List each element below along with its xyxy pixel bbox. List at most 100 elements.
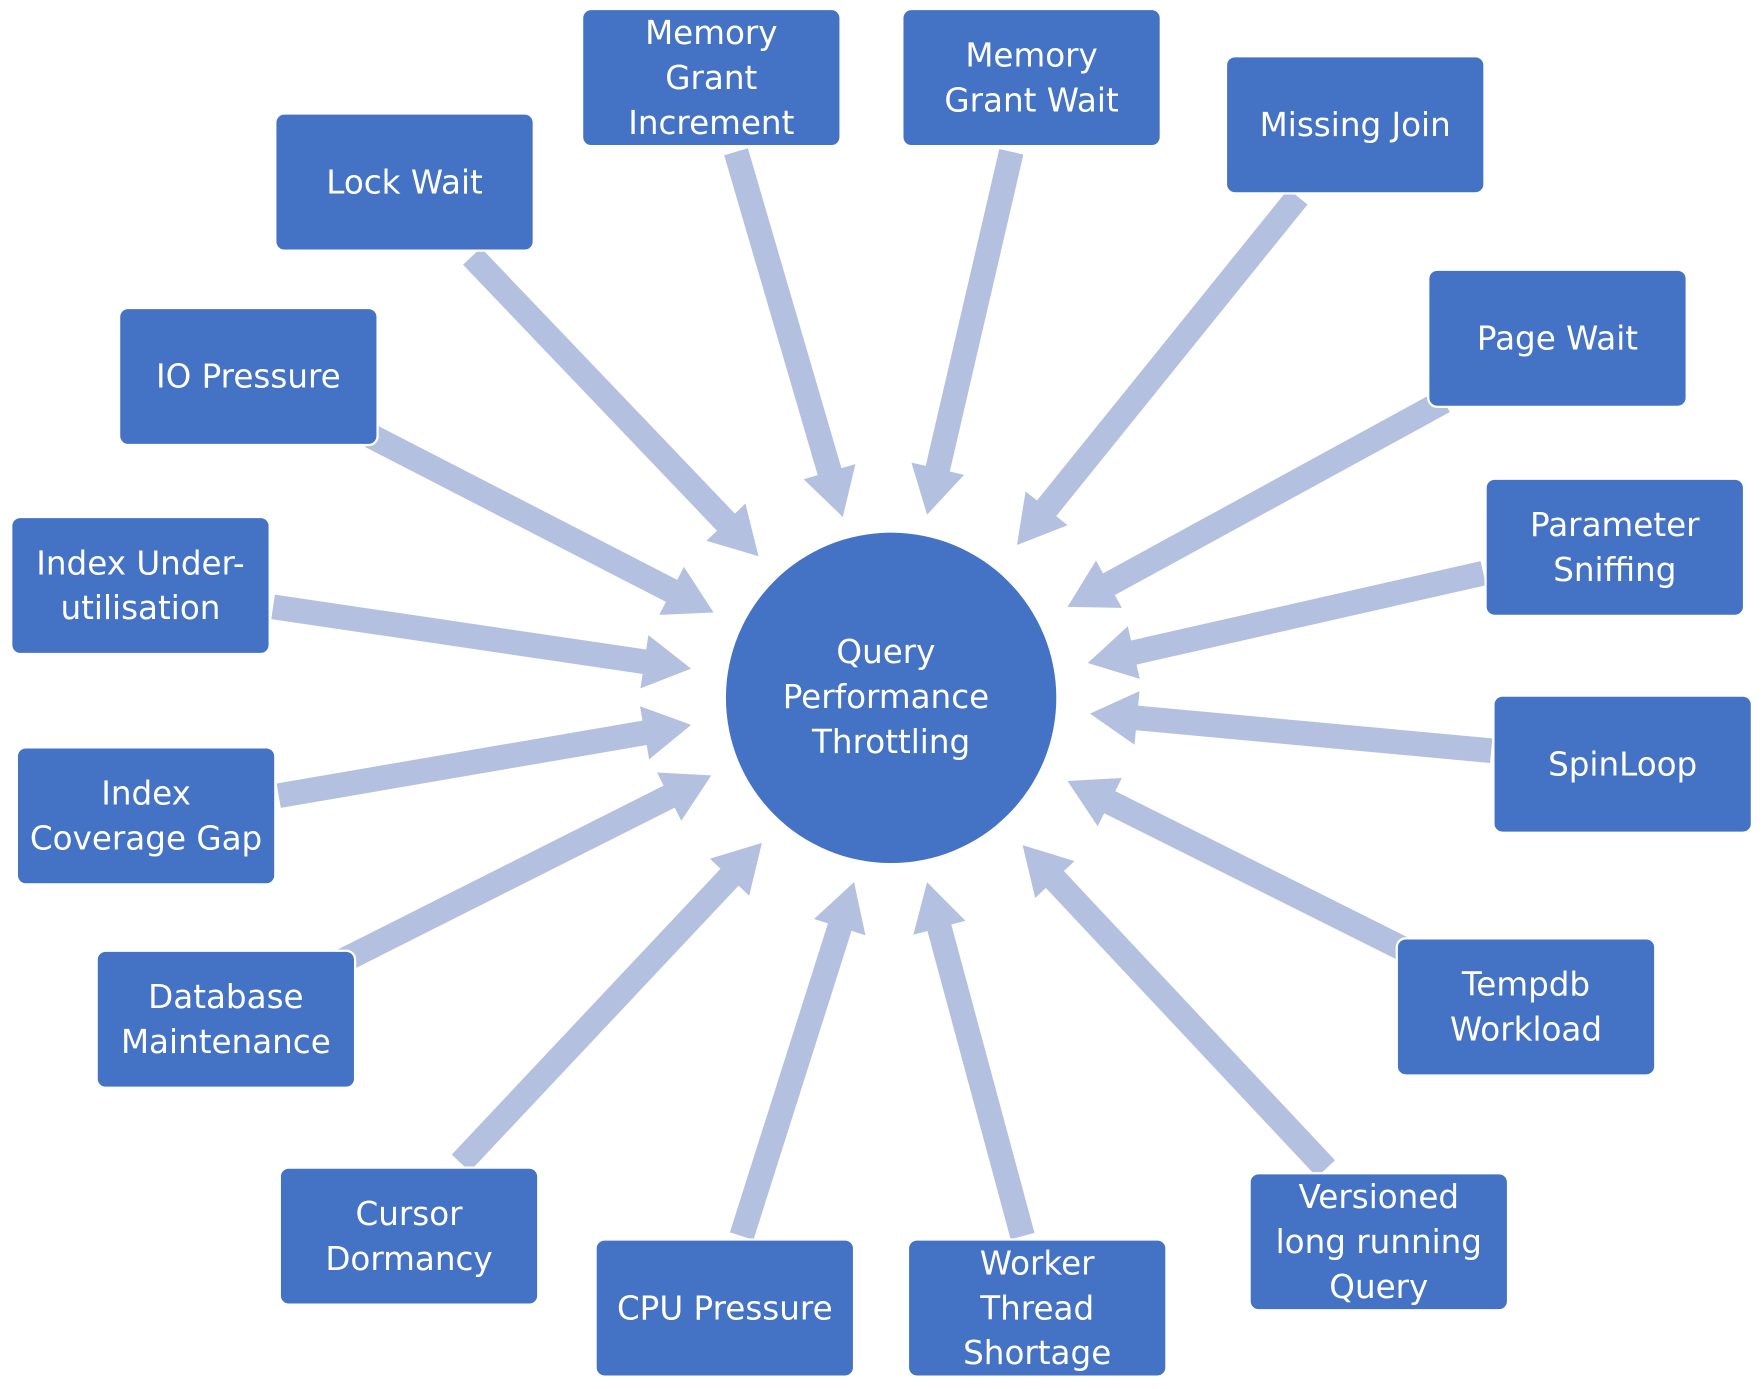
cause-label-line: IO Pressure [156, 358, 341, 396]
cause-box [1248, 1172, 1510, 1312]
arrow-memory-grant-increment [724, 148, 856, 517]
cause-label: Missing Join [1260, 106, 1451, 144]
cause-box [901, 7, 1162, 148]
arrow-spinloop [1090, 691, 1493, 763]
cause-box [580, 7, 842, 148]
arrow-versioned-long-running-query [1022, 845, 1336, 1178]
cause-node-missing-join: Missing Join [1224, 55, 1486, 195]
cause-label: CPU Pressure [617, 1289, 833, 1327]
cause-label-line: Shortage [963, 1334, 1111, 1372]
cause-label-line: Memory [965, 36, 1098, 74]
cause-box [1492, 694, 1754, 834]
cause-label-line: Missing Join [1260, 106, 1451, 144]
cause-label-line: Workload [1450, 1011, 1602, 1049]
cause-label: Page Wait [1477, 320, 1638, 358]
arrow-lock-wait [463, 247, 759, 557]
cause-node-page-wait: Page Wait [1427, 268, 1688, 408]
center-node: Query Performance Throttling [725, 532, 1057, 864]
cause-label-line: SpinLoop [1548, 745, 1697, 783]
cause-label-line: Coverage Gap [30, 820, 262, 858]
cause-box [906, 1238, 1168, 1378]
cause-box [1395, 937, 1657, 1077]
arrow-database-maintenance [337, 772, 712, 972]
cause-node-cpu-pressure: CPU Pressure [594, 1238, 856, 1378]
cause-label-line: Tempdb [1461, 966, 1590, 1004]
cause-label-line: Lock Wait [326, 163, 483, 201]
cause-label-line: Maintenance [121, 1023, 331, 1061]
cause-box [15, 746, 277, 886]
center-label-line: Performance [783, 678, 989, 716]
cause-label-line: Memory [645, 14, 778, 52]
cause-box [594, 1238, 856, 1378]
cause-label-line: long running [1276, 1223, 1482, 1261]
arrow-index-coverage-gap [276, 706, 692, 808]
arrows-layer [271, 148, 1493, 1240]
cause-label-line: Index Under- [36, 544, 244, 582]
cause-label: SpinLoop [1548, 745, 1697, 783]
arrow-io-pressure [365, 425, 714, 615]
cause-node-io-pressure: IO Pressure [117, 306, 379, 447]
cause-box [1224, 55, 1486, 195]
arrow-memory-grant-wait [911, 148, 1024, 515]
cause-box [10, 515, 271, 656]
cause-box [278, 1166, 540, 1306]
center-circle [725, 532, 1057, 864]
center-label-line: Throttling [811, 723, 970, 761]
cause-node-lock-wait: Lock Wait [274, 112, 535, 252]
cause-label-line: Dormancy [325, 1240, 492, 1278]
cause-box [274, 112, 535, 252]
cause-node-spinloop: SpinLoop [1492, 694, 1754, 834]
arrow-parameter-sniffing [1087, 561, 1487, 679]
cause-label-line: Thread [979, 1289, 1094, 1327]
center-label: Query Performance Throttling [783, 633, 1000, 761]
cause-box [117, 306, 379, 447]
cause-label: Index Under-utilisation [36, 544, 244, 627]
cause-label-line: Grant [665, 59, 757, 97]
cause-label-line: Database [148, 978, 303, 1016]
cause-label-line: Worker [980, 1244, 1095, 1282]
cause-label-line: Query [1329, 1268, 1428, 1306]
cause-label-line: Grant Wait [944, 81, 1118, 119]
arrow-index-under-utilisation [271, 594, 692, 689]
arrow-cursor-dormancy [451, 842, 762, 1172]
cause-box [1484, 477, 1746, 617]
arrow-worker-thread-shortage [913, 882, 1035, 1240]
cause-box [95, 949, 357, 1089]
arrow-tempdb-workload [1067, 778, 1411, 961]
cause-label-line: Versioned [1299, 1178, 1460, 1216]
cause-label-line: Parameter [1530, 506, 1700, 544]
cause-label-line: utilisation [61, 589, 221, 627]
cause-box [1427, 268, 1688, 408]
cause-label-line: CPU Pressure [617, 1289, 833, 1327]
cause-label: IO Pressure [156, 358, 341, 396]
cause-label: Lock Wait [326, 163, 483, 201]
arrow-cpu-pressure [729, 882, 866, 1240]
cause-node-index-under-utilisation: Index Under-utilisation [10, 515, 271, 656]
arrow-missing-join [1016, 188, 1308, 546]
cause-label-line: Page Wait [1477, 320, 1638, 358]
center-label-line: Query [836, 633, 935, 671]
cause-label-line: Sniffing [1553, 551, 1676, 589]
arrow-page-wait [1067, 390, 1450, 608]
cause-label-line: Increment [628, 104, 794, 142]
